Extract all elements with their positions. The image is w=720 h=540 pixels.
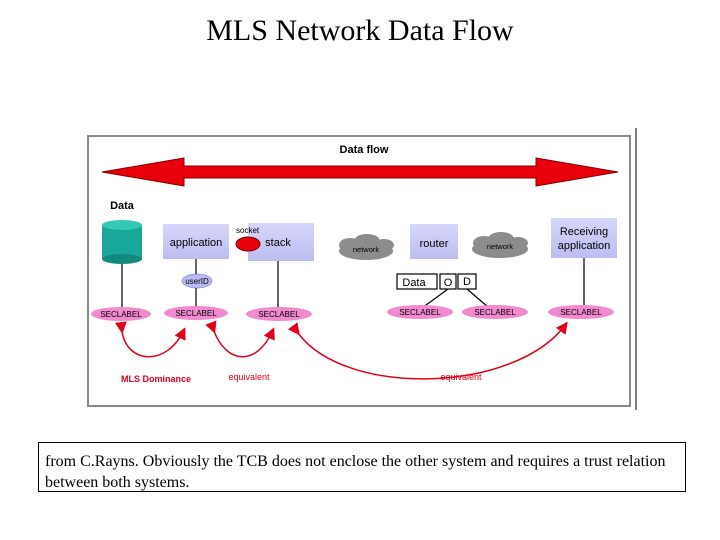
data-store-label: Data	[110, 200, 135, 212]
socket-icon	[235, 236, 261, 252]
userid-label: userID	[185, 277, 209, 286]
seclabel-1: SECLABEL	[91, 307, 151, 321]
seclabel-3-text: SECLABEL	[258, 310, 300, 319]
seclabel-5: SECLABEL	[462, 305, 528, 319]
packet-o-label: O	[444, 277, 453, 289]
seclabel-3: SECLABEL	[246, 307, 312, 321]
mls-dominance-label: MLS Dominance	[121, 374, 191, 384]
seclabel-1-text: SECLABEL	[100, 310, 142, 319]
receiving-line-1: Receiving	[560, 226, 608, 238]
seclabel-2-text: SECLABEL	[175, 309, 217, 318]
application-box	[163, 224, 229, 259]
data-flow-label: Data flow	[340, 144, 389, 156]
socket-label: socket	[236, 226, 260, 235]
seclabel-6-text: SECLABEL	[560, 308, 602, 317]
data-flow-diagram: Data flow Data application userID stack …	[86, 128, 640, 410]
receiving-application-box	[551, 218, 617, 258]
packet-data-label: Data	[402, 277, 426, 289]
network-right-label: network	[487, 242, 514, 251]
database-cylinder-icon	[102, 220, 142, 264]
seclabel-6: SECLABEL	[548, 305, 614, 319]
connector-lines	[121, 258, 585, 309]
packet-d-label: D	[463, 276, 471, 288]
stack-label: stack	[265, 237, 291, 249]
caption-box: from C.Rayns. Obviously the TCB does not…	[38, 442, 686, 492]
seclabel-4: SECLABEL	[387, 305, 453, 319]
equivalent-label-1: equivalent	[228, 372, 270, 382]
equivalent-label-2: equivalent	[440, 372, 482, 382]
data-flow-double-arrow	[101, 157, 619, 187]
network-cloud-right-icon	[472, 232, 528, 258]
relationship-curves	[114, 320, 568, 380]
router-box	[410, 224, 458, 259]
network-cloud-left-icon	[339, 234, 394, 260]
seclabel-4-text: SECLABEL	[399, 308, 441, 317]
network-left-label: network	[353, 245, 380, 254]
userid-pill	[181, 273, 213, 289]
caption-text: from C.Rayns. Obviously the TCB does not…	[45, 453, 666, 491]
seclabel-2: SECLABEL	[164, 306, 228, 320]
router-label: router	[420, 238, 449, 250]
receiving-line-2: application	[558, 240, 611, 252]
application-label: application	[170, 237, 223, 249]
seclabel-5-text: SECLABEL	[474, 308, 516, 317]
page-title: MLS Network Data Flow	[206, 14, 514, 47]
